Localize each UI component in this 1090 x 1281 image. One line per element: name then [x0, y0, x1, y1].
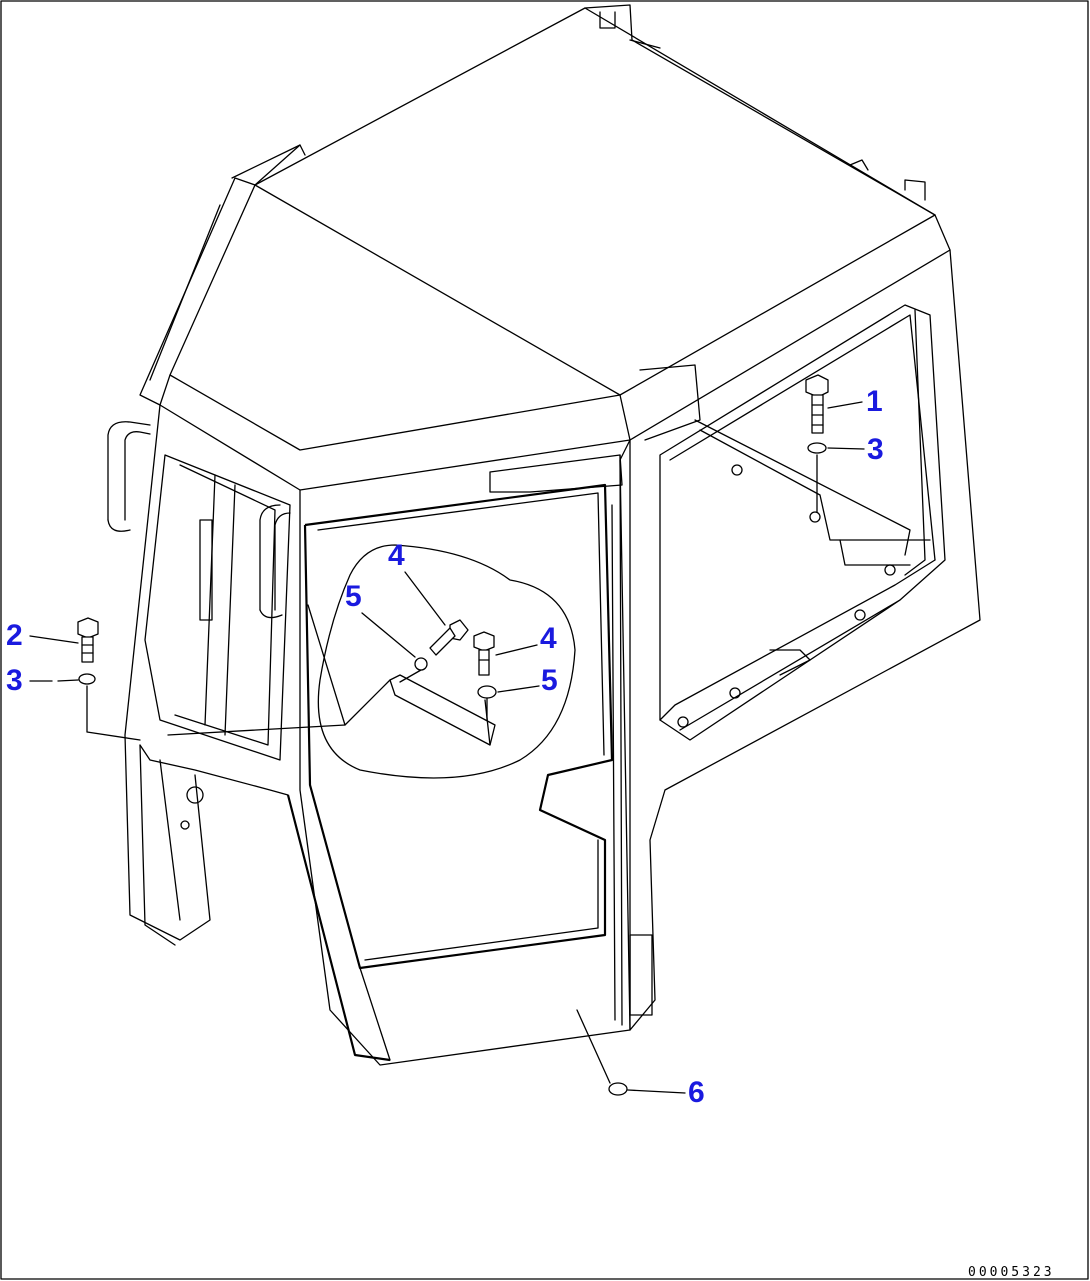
bolt-4-lower — [473, 631, 495, 676]
washer-5-lower — [477, 685, 497, 721]
washer-3-right — [807, 442, 827, 513]
cab-right-side — [619, 249, 981, 1031]
washer-5-upper — [399, 657, 428, 683]
plug-6 — [576, 1009, 628, 1096]
callout-3-left: 3 — [6, 664, 23, 697]
drawing-number: 00005323 — [968, 1265, 1055, 1280]
bolt-4-upper — [429, 619, 469, 656]
callout-6: 6 — [688, 1076, 705, 1109]
callouts: 1 3 2 3 4 5 4 5 6 — [6, 385, 884, 1109]
callout-1: 1 — [866, 385, 883, 418]
callout-4-upper: 4 — [388, 539, 405, 572]
bolt-1 — [805, 374, 829, 434]
cab-door — [286, 439, 631, 1066]
leader-lines — [29, 401, 865, 1094]
callout-3-right: 3 — [867, 433, 884, 466]
cab-roof — [139, 4, 951, 491]
callout-2: 2 — [6, 619, 23, 652]
washer-3-left — [78, 673, 141, 741]
callout-5-lower: 5 — [541, 664, 558, 697]
detail-balloon — [167, 544, 576, 779]
bolt-2 — [77, 617, 99, 663]
callout-5-upper: 5 — [345, 580, 362, 613]
cab-left-side — [107, 404, 291, 946]
callout-4-lower: 4 — [540, 622, 557, 655]
